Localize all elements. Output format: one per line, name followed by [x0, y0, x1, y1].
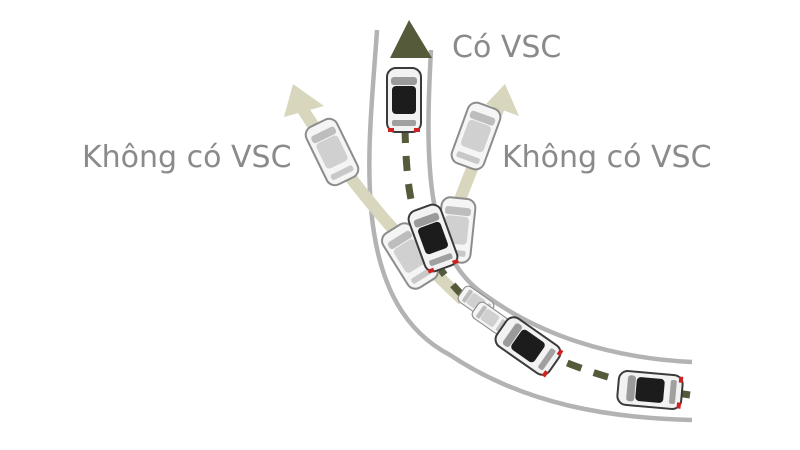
vsc-path — [401, 59, 691, 399]
road-edge-right — [426, 49, 693, 365]
label-without-vsc-left: Không có VSC — [82, 140, 292, 175]
label-without-vsc-right: Không có VSC — [502, 140, 712, 175]
label-with-vsc: Có VSC — [452, 30, 561, 65]
car-ghost-icon — [448, 99, 504, 173]
road-edge-left — [367, 29, 693, 423]
car-vsc-icon — [386, 67, 422, 133]
vsc-arrow-icon — [390, 20, 432, 58]
car-vsc-icon — [615, 369, 685, 411]
no-vsc-arrow-left-icon — [284, 84, 324, 117]
no-vsc-arrow-right-icon — [486, 84, 519, 116]
car-ghost-icon — [301, 114, 363, 190]
